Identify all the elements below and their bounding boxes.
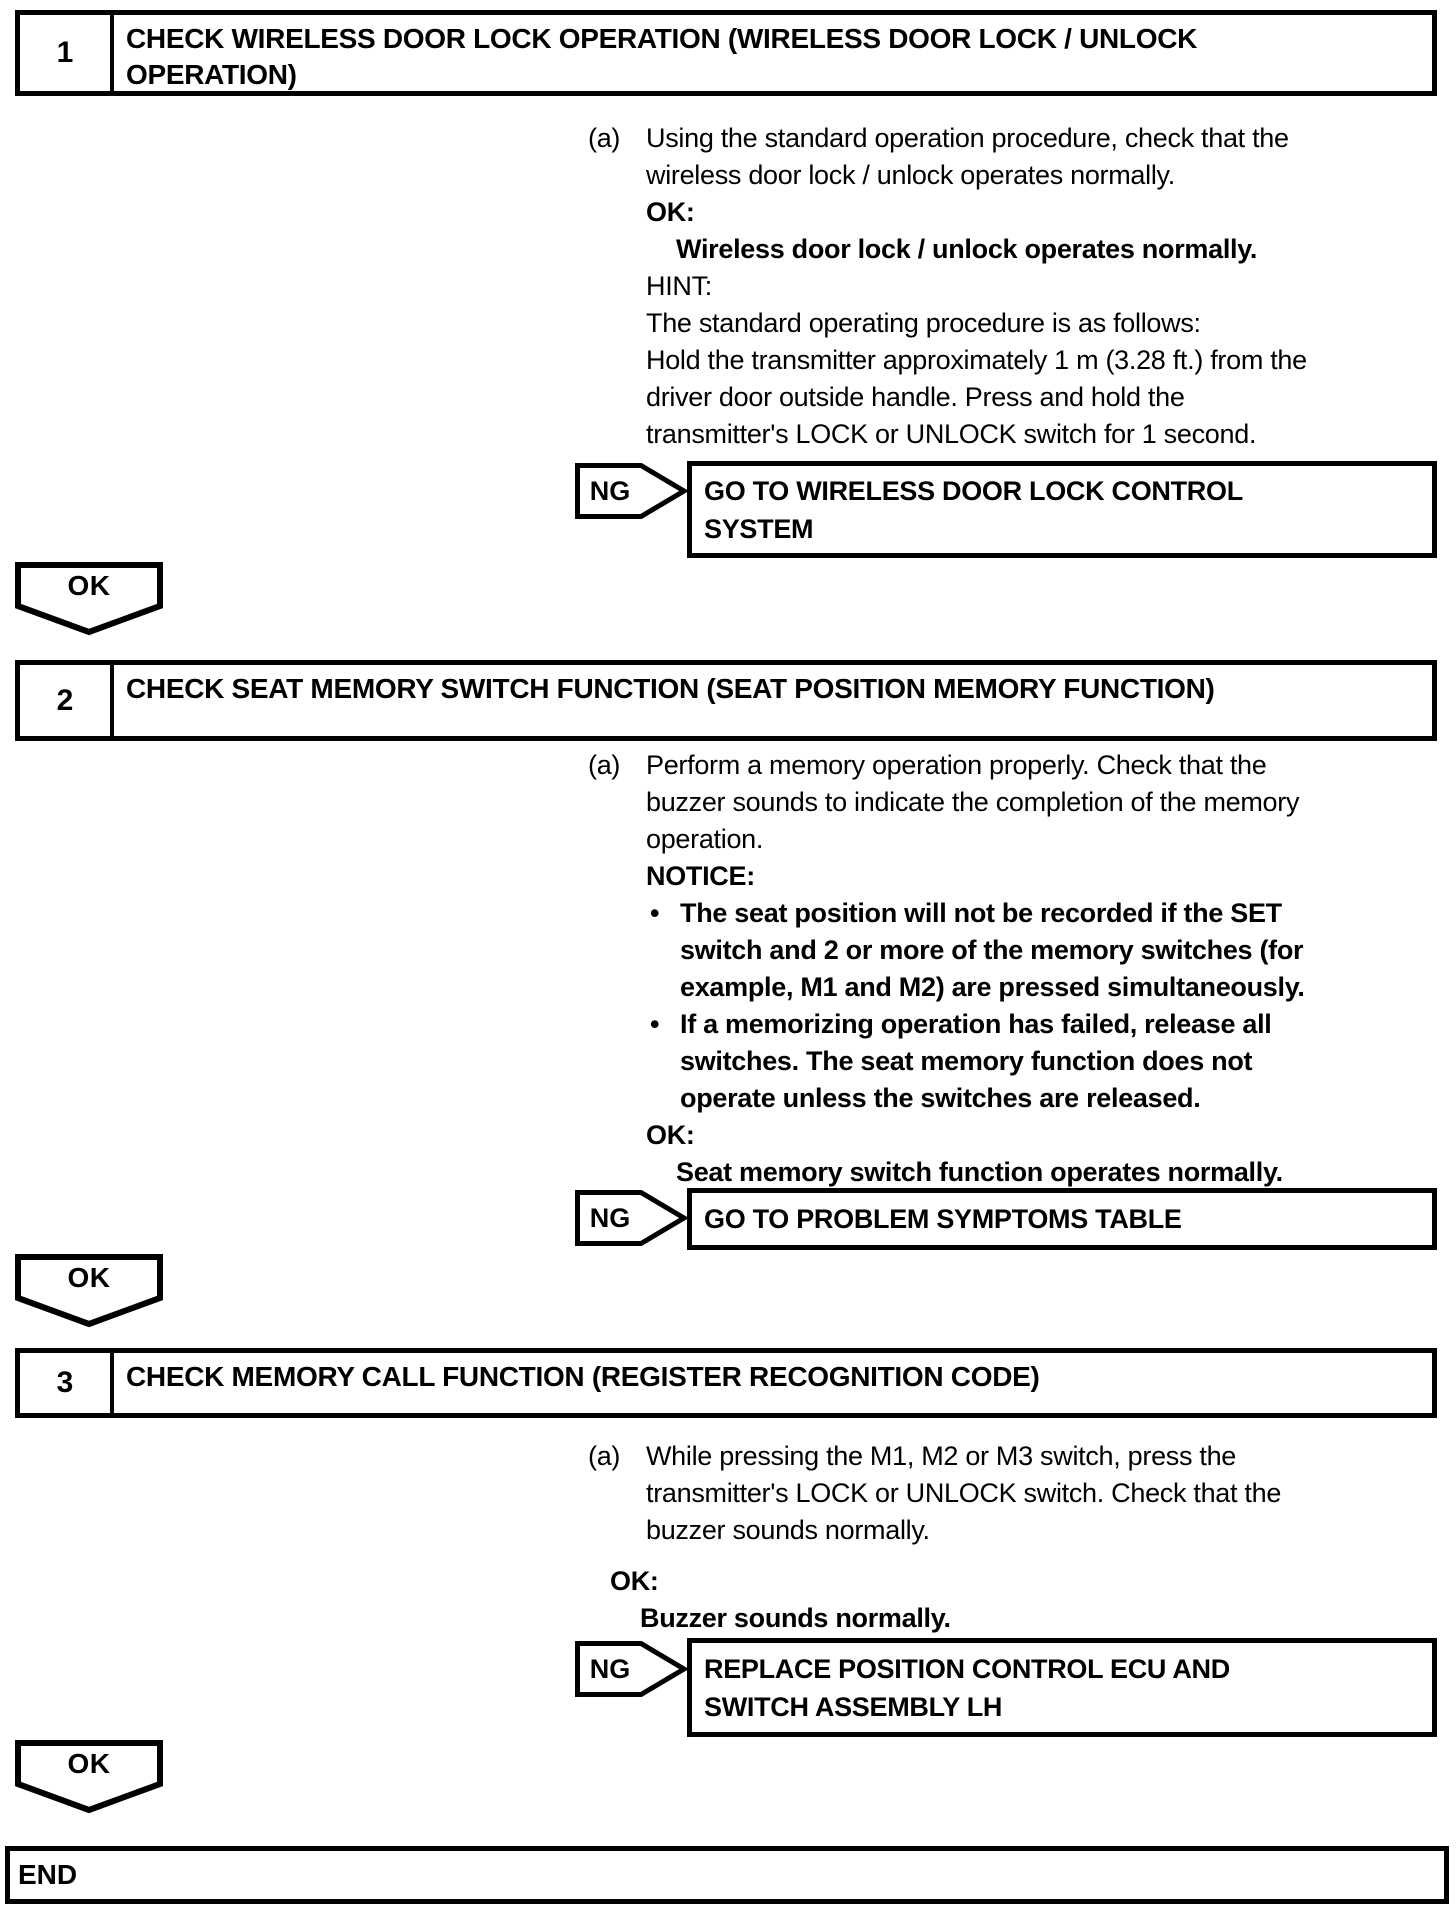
bullet-text: If a memorizing operation has failed, re…	[680, 1009, 1272, 1113]
step-2-number: 2	[20, 665, 114, 736]
ok-label: OK	[67, 570, 111, 601]
ok-label: OK	[67, 1748, 111, 1779]
step-2-header: 2 CHECK SEAT MEMORY SWITCH FUNCTION (SEA…	[15, 660, 1437, 741]
ok-condition: Buzzer sounds normally.	[640, 1603, 951, 1633]
ng-arrow-1: NG	[575, 463, 687, 519]
ok-marker-2: OK	[15, 1254, 163, 1328]
bullet-icon: •	[650, 1009, 660, 1039]
step-2-title: CHECK SEAT MEMORY SWITCH FUNCTION (SEAT …	[126, 673, 1215, 704]
ok-marker-1: OK	[15, 562, 163, 636]
ng-arrow-2: NG	[575, 1190, 687, 1246]
item-text: Using the standard operation procedure, …	[646, 123, 1289, 190]
item-label: (a)	[588, 750, 621, 780]
step-1-header: 1 CHECK WIRELESS DOOR LOCK OPERATION (WI…	[15, 10, 1437, 96]
step-1-item-a: (a) Using the standard operation procedu…	[588, 120, 1424, 194]
step-3-item-a: (a) While pressing the M1, M2 or M3 swit…	[588, 1438, 1424, 1549]
ng-arrow-shape	[575, 1190, 687, 1246]
notice-keyword: NOTICE:	[646, 861, 755, 891]
step-1-number: 1	[20, 15, 114, 91]
end-label: END	[18, 1859, 78, 1890]
ok-condition: Seat memory switch function operates nor…	[676, 1157, 1283, 1187]
item-label: (a)	[588, 1441, 621, 1471]
ok-keyword: OK:	[646, 197, 695, 227]
bullet-icon: •	[650, 898, 660, 928]
ng-label: NG	[589, 1653, 631, 1684]
step-1-body: (a) Using the standard operation procedu…	[588, 120, 1424, 453]
ok-keyword: OK:	[610, 1566, 659, 1596]
ng-arrow-shape	[575, 463, 687, 519]
item-text: While pressing the M1, M2 or M3 switch, …	[646, 1441, 1282, 1545]
step-3-title: CHECK MEMORY CALL FUNCTION (REGISTER REC…	[126, 1361, 1040, 1392]
item-text: Perform a memory operation properly. Che…	[646, 750, 1300, 854]
notice-bullet-2: • If a memorizing operation has failed, …	[650, 1006, 1424, 1117]
item-label: (a)	[588, 123, 621, 153]
ng-action-2: GO TO PROBLEM SYMPTOMS TABLE	[687, 1188, 1437, 1250]
ok-marker-shape	[15, 562, 163, 636]
step-2-item-a: (a) Perform a memory operation properly.…	[588, 747, 1424, 858]
ok-label: OK	[67, 1262, 111, 1293]
notice-bullet-1: • The seat position will not be recorded…	[650, 895, 1424, 1006]
step-3-header: 3 CHECK MEMORY CALL FUNCTION (REGISTER R…	[15, 1348, 1437, 1418]
hint-text: The standard operating procedure is as f…	[646, 308, 1307, 449]
step-3-body: (a) While pressing the M1, M2 or M3 swit…	[588, 1438, 1424, 1637]
ok-keyword: OK:	[646, 1120, 695, 1150]
step-3-number: 3	[20, 1353, 114, 1413]
ng-arrow-3: NG	[575, 1641, 687, 1697]
ng-label: NG	[589, 1202, 631, 1233]
ok-marker-shape	[15, 1740, 163, 1814]
ok-condition: Wireless door lock / unlock operates nor…	[676, 234, 1258, 264]
hint-keyword: HINT:	[646, 271, 713, 301]
ok-marker-shape	[15, 1254, 163, 1328]
ng-action-3: REPLACE POSITION CONTROL ECU AND SWITCH …	[687, 1638, 1437, 1737]
ng-label: NG	[589, 475, 631, 506]
ng-arrow-shape	[575, 1641, 687, 1697]
ng-action-1: GO TO WIRELESS DOOR LOCK CONTROL SYSTEM	[687, 461, 1437, 558]
step-2-body: (a) Perform a memory operation properly.…	[588, 747, 1424, 1191]
step-1-title: CHECK WIRELESS DOOR LOCK OPERATION (WIRE…	[126, 23, 1198, 90]
ok-marker-3: OK	[15, 1740, 163, 1814]
bullet-text: The seat position will not be recorded i…	[680, 898, 1305, 1002]
end-box: END	[5, 1846, 1449, 1904]
